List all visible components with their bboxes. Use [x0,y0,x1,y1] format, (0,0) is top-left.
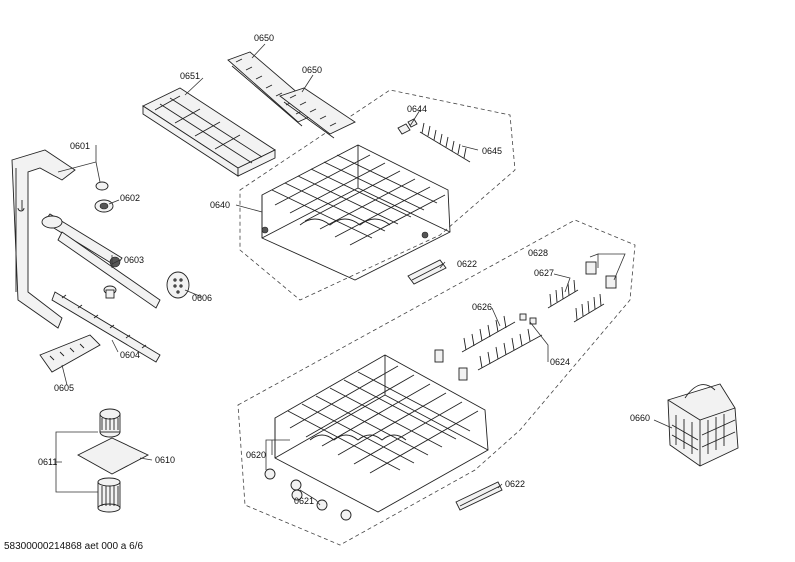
lower-basket [274,354,489,513]
filter-disc-small [166,271,190,299]
fold-down-tines-lower [461,315,543,371]
third-level-rack [142,87,276,177]
micro-filter-plate [39,334,101,373]
part-label-0628: 0628 [528,248,548,258]
part-label-0651: 0651 [180,71,200,81]
fold-down-tines-upper [419,122,471,163]
part-label-0611: 0611 [38,457,57,467]
nozzle-hub [94,181,114,213]
cutlery-basket [667,383,739,467]
upper-rack-dashed-frame [239,89,516,301]
tine-row-narrow [547,279,605,323]
spray-arm-supply-pipe [11,149,76,329]
lower-rack-dashed-frame [237,219,636,546]
part-label-0650-lower: 0650 [302,65,322,75]
main-filter-assembly [77,408,150,475]
part-label-0604: 0604 [120,350,140,360]
fine-filter-cylinder [97,477,121,513]
part-label-0606: 0606 [192,293,212,303]
part-label-0603: 0603 [124,255,144,265]
part-label-0644: 0644 [407,104,427,114]
part-label-0610: 0610 [155,455,175,465]
part-label-0640: 0640 [210,200,230,210]
part-label-0620: 0620 [246,450,266,460]
part-label-0622-upper: 0622 [457,259,477,269]
part-label-0605: 0605 [54,383,74,393]
spray-arm-bearing [103,285,117,299]
part-label-0622-lower: 0622 [505,479,525,489]
tine-holders [434,261,617,381]
part-label-0660: 0660 [630,413,650,423]
part-label-0621: 0621 [294,496,314,506]
part-label-0624: 0624 [550,357,570,367]
cutlery-tray-lower [279,87,356,139]
rack-rollers [264,468,352,521]
lower-spray-arm [51,291,161,363]
rack-handle-upper [407,259,447,285]
part-label-0601: 0601 [70,141,90,151]
part-label-0627: 0627 [534,268,554,278]
document-number-footer: 58300000214868 aet 000 a 6/6 [4,541,144,552]
part-label-0626: 0626 [472,302,492,312]
rack-handle-lower [455,481,503,511]
part-label-0645: 0645 [482,146,502,156]
spray-arm-upper-assembly [41,213,161,309]
part-number-labels: 0650 0650 0651 0644 0645 0640 0601 0602 … [38,33,650,506]
part-label-0602: 0602 [120,193,140,203]
upper-basket [261,144,451,281]
leader-lines [55,43,673,506]
part-label-0650-upper: 0650 [254,33,274,43]
